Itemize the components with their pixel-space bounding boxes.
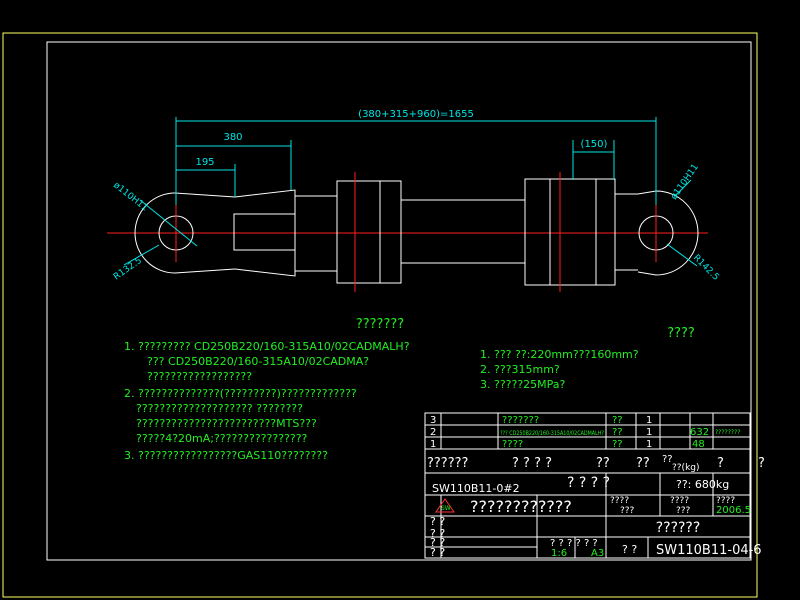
company-name: ???????????? bbox=[470, 497, 572, 516]
part-note: ???????? bbox=[715, 429, 740, 436]
inner-frame bbox=[46, 41, 752, 561]
approval-cell: ? ? bbox=[430, 515, 445, 528]
approval-column: ? ? ? ? ? ? ? ? bbox=[430, 515, 445, 559]
notes-block: 1. ????????? CD250B220/160-315A10/02CADM… bbox=[124, 340, 410, 462]
part-name: ??????? bbox=[502, 415, 539, 426]
year: 2006.5 bbox=[716, 505, 751, 516]
header-cell: ?? bbox=[662, 454, 673, 465]
part-material: ?? bbox=[612, 427, 623, 438]
notes-title: ??????? bbox=[356, 317, 404, 332]
spec-line: 1. ??? ??:220mm???160mm? bbox=[480, 348, 639, 361]
part-qty: 1 bbox=[646, 427, 652, 438]
note-line: 3. ?????????????????GAS110???????? bbox=[124, 449, 328, 462]
note-line: ?????4?20mA;???????????????? bbox=[136, 432, 308, 445]
product-class: ? ? ? ? bbox=[567, 475, 610, 491]
drawing-no: SW110B11-04-6 bbox=[656, 543, 762, 558]
title-block-grid bbox=[424, 412, 751, 559]
total-weight: ??: 680kg bbox=[676, 478, 729, 491]
part-material: ?? bbox=[612, 439, 623, 450]
dimension-lines bbox=[123, 117, 698, 267]
scale-value: 1:6 bbox=[551, 548, 567, 559]
header-cell: ? ? ? ? bbox=[512, 456, 552, 471]
svg-text:SW: SW bbox=[441, 505, 451, 512]
parts-header: ?????? ? ? ? ? ?? ?? ?? ??(kg) ? ? bbox=[427, 454, 765, 473]
dim-380: 380 bbox=[223, 132, 242, 143]
cylinder-body bbox=[294, 178, 638, 286]
specs-block: 1. ??? ??:220mm???160mm? 2. ???315mm? 3.… bbox=[480, 348, 639, 391]
dim-195: 195 bbox=[195, 157, 214, 168]
note-line: 1. ????????? CD250B220/160-315A10/02CADM… bbox=[124, 340, 410, 353]
approval-cell: ? ? bbox=[430, 546, 445, 559]
dim-dia-left: ø110H11 bbox=[111, 180, 149, 213]
sign-label: ???? bbox=[670, 496, 689, 506]
part-name: ??? CD250B220/160-315A10/02CADMALH? bbox=[500, 430, 604, 437]
scale-label: ? ? ? ? ? ? bbox=[550, 538, 598, 549]
part-weight: 632 bbox=[690, 427, 709, 438]
sign-label: ???? bbox=[610, 496, 629, 506]
part-no: 1 bbox=[430, 439, 436, 450]
drawing-no-label: ? ? bbox=[622, 543, 637, 556]
dim-overall: (380+315+960)=1655 bbox=[358, 109, 474, 120]
part-name: ???? bbox=[502, 439, 523, 450]
parts-list: 3 ??????? ?? 1 2 ??? CD250B220/160-315A1… bbox=[430, 415, 740, 450]
header-cell: ??(kg) bbox=[672, 463, 700, 473]
specs-title: ???? bbox=[667, 326, 695, 341]
note-line: ???????????????????? ???????? bbox=[136, 402, 303, 415]
sign-label: ??? bbox=[620, 506, 635, 516]
part-qty: 1 bbox=[646, 415, 652, 426]
approval-cell: ? ? bbox=[430, 536, 445, 549]
note-line: ?????????????????? bbox=[147, 370, 252, 383]
header-cell: ?? bbox=[596, 456, 610, 471]
approval-cell: ? ? bbox=[430, 527, 445, 540]
spec-line: 3. ?????25MPa? bbox=[480, 378, 566, 391]
sheet-size: A3 bbox=[591, 548, 604, 559]
note-line: ????????????????????????MTS??? bbox=[136, 417, 317, 430]
part-weight: 48 bbox=[692, 439, 705, 450]
product-title: ?????? bbox=[656, 520, 701, 536]
note-line: 2. ??????????????(?????????)????????????… bbox=[124, 387, 357, 400]
dim-r-left: R132.5 bbox=[112, 256, 144, 283]
outer-frame bbox=[2, 32, 758, 598]
header-cell: ? bbox=[717, 456, 724, 471]
part-material: ?? bbox=[612, 415, 623, 426]
dim-150: (150) bbox=[581, 139, 608, 150]
dim-r-right: R142.5 bbox=[691, 253, 721, 283]
sign-label: ???? bbox=[716, 496, 735, 506]
header-cell: ?? bbox=[636, 456, 650, 471]
header-cell: ?????? bbox=[427, 456, 468, 471]
spec-line: 2. ???315mm? bbox=[480, 363, 560, 376]
drawing-no-left: SW110B11-0#2 bbox=[432, 482, 520, 495]
part-qty: 1 bbox=[646, 439, 652, 450]
dim-dia-right: ø110H11 bbox=[669, 162, 701, 201]
note-line: ??? CD250B220/160-315A10/02CADMA? bbox=[147, 355, 369, 368]
part-no: 3 bbox=[430, 415, 436, 426]
part-no: 2 bbox=[430, 427, 436, 438]
sign-label: ??? bbox=[676, 506, 691, 516]
header-cell: ? bbox=[758, 456, 765, 471]
company-logo: SW bbox=[435, 498, 455, 513]
